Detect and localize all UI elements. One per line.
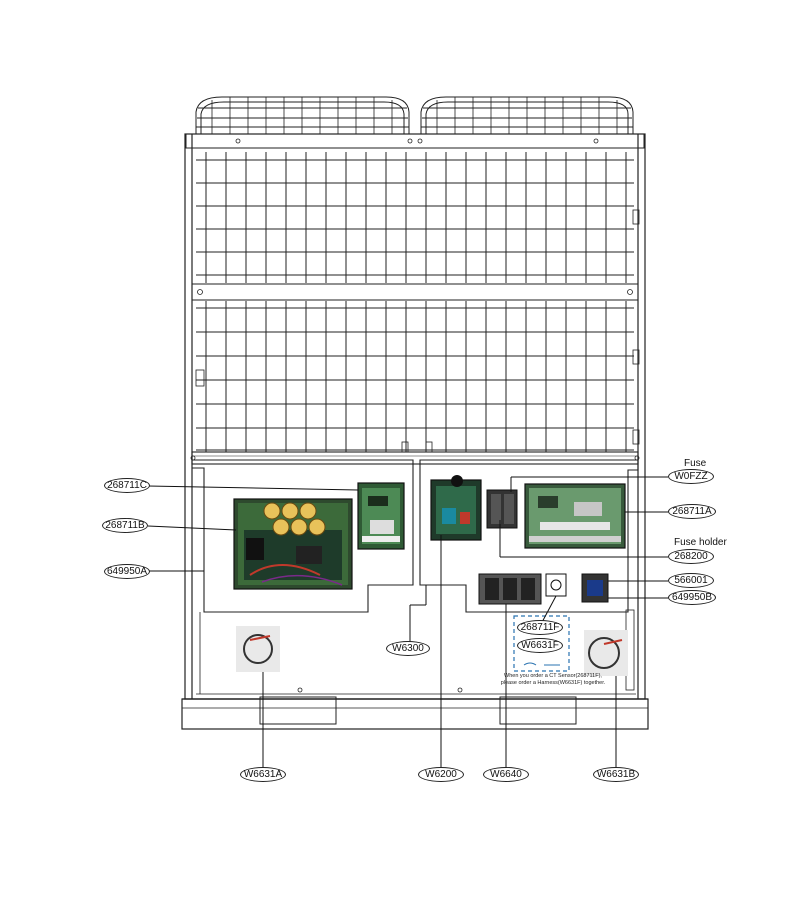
label-268711a: 268711A (668, 504, 716, 519)
label-w6200: W6200 (418, 767, 464, 782)
leader-lines (147, 476, 668, 767)
terminal-block (478, 573, 542, 605)
caption-fuse: Fuse (684, 458, 707, 469)
label-w6631b: W6631B (593, 767, 639, 782)
fan-guard-right (420, 96, 634, 135)
label-w0fzz: W0FZZ (668, 469, 714, 484)
ct-sensor (545, 573, 567, 597)
label-268711c: 268711C (104, 478, 150, 493)
noise-filter-pcb (430, 475, 482, 541)
ct-sensor-order-note-line2: please order a Harness(W6631F) together. (500, 680, 606, 686)
inverter-pcb (233, 498, 353, 590)
label-268711f: 268711F (517, 620, 563, 635)
ct-sensor-order-box (513, 615, 570, 672)
harness-w6631a-photo (236, 626, 280, 672)
fan-guard-left (195, 96, 410, 135)
label-w6300: W6300 (386, 641, 430, 656)
main-pcb-268711a (524, 483, 626, 549)
label-268711b: 268711B (102, 518, 148, 533)
label-566001: 566001 (668, 573, 714, 588)
label-649950b: 649950B (668, 590, 716, 605)
label-649950a: 649950A (104, 564, 150, 579)
magnetic-contactor (581, 573, 609, 603)
label-w6631a: W6631A (240, 767, 286, 782)
ct-sensor-order-note: When you order a CT Sensor(268711F), ple… (498, 673, 608, 687)
relay-block (486, 489, 518, 529)
heat-exchanger-grid-upper (196, 152, 634, 283)
cabinet-frame (181, 133, 649, 730)
heat-exchanger-grid-lower (196, 301, 634, 452)
caption-fuse-holder: Fuse holder (674, 537, 727, 548)
label-w6640: W6640 (483, 767, 529, 782)
control-box (190, 441, 640, 695)
control-pcb-268711c (357, 482, 405, 550)
harness-w6631b-photo (584, 630, 628, 676)
label-268200: 268200 (668, 549, 714, 564)
ct-sensor-order-note-line1: When you order a CT Sensor(268711F), (504, 673, 602, 679)
label-w6631f: W6631F (517, 638, 563, 653)
